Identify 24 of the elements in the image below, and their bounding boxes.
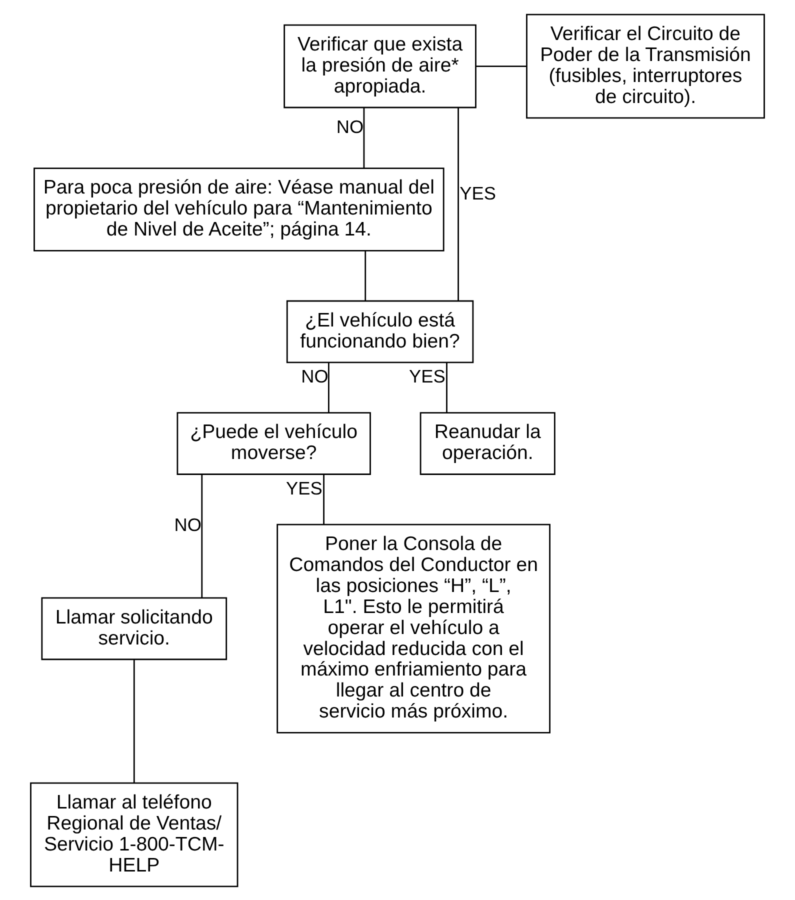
node-box: Llamar al teléfono Regional de Ventas/ Servicio 1-800-TCM-HELP [30, 782, 238, 887]
edge-label: NO [336, 116, 364, 136]
node-box: Para poca presión de aire: Véase manual del propietario del vehículo para “Mantenimiento de Nivel de Aceite”; página 14. [34, 167, 444, 251]
node-box: Poner la Consola de Comandos del Conductor en las posiciones “H”, “L”, L1". Esto le permitirá operar el vehículo a velocidad reducida con el máximo enfriamiento para llegar al centro de servicio más próximo. [276, 523, 550, 733]
node-box: Reanudar la operación. [420, 412, 556, 474]
connector [328, 362, 330, 412]
connector [446, 362, 448, 412]
edge-label: NO [301, 366, 328, 386]
edge-label: NO [174, 514, 202, 534]
connector [364, 250, 366, 300]
connector [201, 474, 203, 598]
node-box: ¿El vehículo está funcionando bien? [286, 300, 474, 363]
connector [133, 658, 135, 782]
node-box: Verificar el Circuito de Poder de la Transmisión (fusibles, interruptores de circuito). [526, 13, 765, 118]
connector [476, 65, 527, 66]
connector [363, 107, 365, 168]
connector [323, 474, 324, 524]
node-box: Llamar solicitando servicio. [41, 596, 228, 660]
edge-label: YES [286, 478, 322, 498]
node-box: ¿Puede el vehículo moverse? [176, 412, 371, 474]
edge-label: YES [409, 366, 446, 386]
edge-label: YES [460, 182, 496, 203]
connector [458, 107, 459, 300]
node-box: Verificar que exista la presión de aire* apropiada. [284, 24, 476, 108]
